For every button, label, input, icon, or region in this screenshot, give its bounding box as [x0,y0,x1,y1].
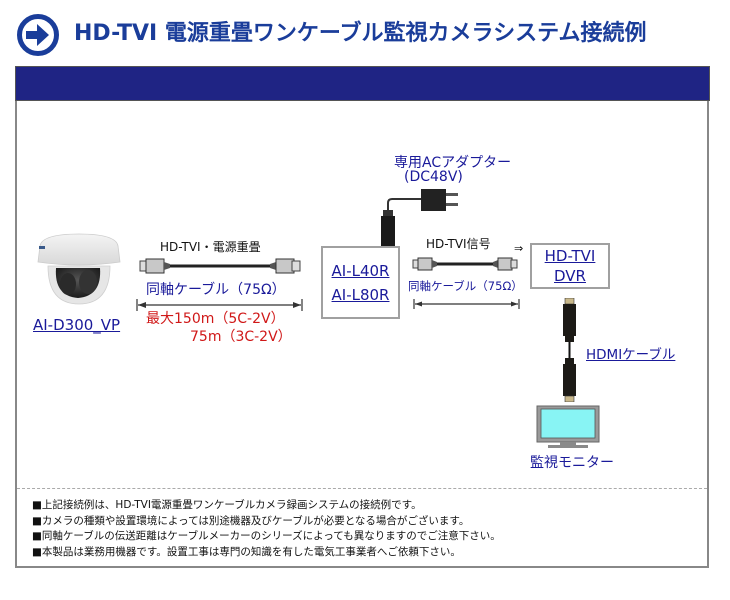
coax2-signal-label: HD-TVI信号 [426,237,491,251]
coax1-cable-label: 同軸ケーブル（75Ω） [146,282,286,298]
ac-adapter-voltage: (DC48V) [404,169,463,185]
coax2-cable-label: 同軸ケーブル（75Ω） [408,279,523,293]
dome-camera-icon [32,232,126,308]
hdmi-cable-link[interactable]: HDMIケーブル [586,347,676,363]
coax-cable-icon [410,255,520,273]
camera-model-link[interactable]: AI-D300_VP [33,316,121,334]
power-unit-box: AI-L40R AI-L80R [321,246,400,319]
notes-divider [17,488,707,489]
note-item: 上記接続例は、HD-TVI電源重畳ワンケーブルカメラ録画システムの接続例です。 [32,498,501,514]
distance-arrow-icon [413,294,521,309]
dvr-label-dvr[interactable]: DVR [554,267,586,285]
monitor-label: 監視モニター [530,455,614,471]
note-item: カメラの種類や設置環境によっては別途機器及びケーブルが必要となる場合がございます… [32,514,501,530]
circle-arrow-right-icon [16,13,60,57]
dvr-box: HD-TVI DVR [530,243,610,289]
power-unit-model-l40r[interactable]: AI-L40R [331,262,390,280]
hdmi-cable-icon [560,297,580,403]
coax1-signal-label: HD-TVI・電源重畳 [160,240,261,254]
notes-list: 上記接続例は、HD-TVI電源重畳ワンケーブルカメラ録画システムの接続例です。 … [32,498,501,560]
max-distance-5c: 最大150m（5C-2V） [146,311,285,327]
monitor-icon [536,405,600,449]
header-banner [15,66,710,101]
diagram-frame [15,66,709,568]
page-title: HD-TVI 電源重畳ワンケーブル監視カメラシステム接続例 [74,21,647,46]
coax-cable-icon [136,256,304,276]
ac-adapter-label: 専用ACアダプター [394,155,512,171]
dvr-label-hdtvi[interactable]: HD-TVI [544,247,596,265]
distance-arrow-icon [136,296,304,311]
power-unit-model-l80r[interactable]: AI-L80R [331,286,390,304]
max-distance-3c: 75m（3C-2V） [190,329,292,345]
ac-adapter-icon [376,188,466,248]
note-item: 同軸ケーブルの伝送距離はケーブルメーカーのシリーズによっても異なりますのでご注意… [32,529,501,545]
note-item: 本製品は業務用機器です。設置工事は専門の知識を有した電気工事業者へご依頼下さい。 [32,545,501,561]
signal-direction-arrow: ⇒ [514,242,524,255]
